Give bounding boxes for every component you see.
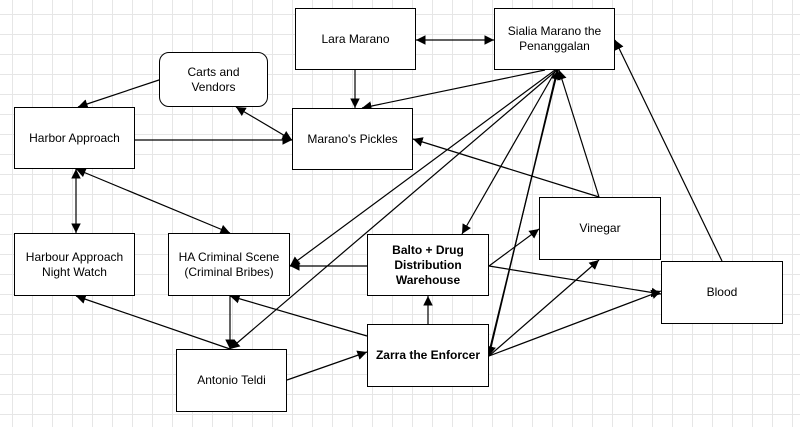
edge-blood-to-sialia: [614, 39, 723, 262]
node-sialia-marano[interactable]: Sialia Marano the Penanggalan: [494, 8, 615, 70]
node-harbour-approach-night-watch[interactable]: Harbour Approach Night Watch: [14, 233, 135, 296]
edge-balto-to-blood: [488, 265, 662, 298]
node-carts-and-vendors[interactable]: Carts and Vendors: [159, 52, 268, 107]
node-blood[interactable]: Blood: [661, 261, 783, 324]
edge-balto-to-vinegar: [488, 228, 540, 267]
edge-carts-to-pickles: [235, 106, 293, 141]
edge-carts-to-harbor: [77, 77, 166, 109]
edge-antonio-to-zarra: [286, 350, 368, 381]
node-lara-marano[interactable]: Lara Marano: [295, 8, 416, 70]
edge-sialia-to-balto: [461, 69, 557, 235]
edge-sialia-to-crime: [289, 69, 556, 267]
node-vinegar[interactable]: Vinegar: [539, 197, 661, 260]
node-maranos-pickles[interactable]: Marano's Pickles: [292, 108, 413, 170]
edge-sialia-to-pickles: [361, 69, 546, 111]
edge-harbor-to-crime: [75, 168, 231, 234]
edge-zarra-to-crime: [229, 294, 368, 337]
edge-zarra-to-vinegar: [488, 259, 600, 357]
node-balto-warehouse[interactable]: Balto + Drug Distribution Warehouse: [367, 234, 489, 296]
node-antonio-teldi[interactable]: Antonio Teldi: [176, 349, 287, 412]
node-ha-criminal-scene[interactable]: HA Criminal Scene (Criminal Bribes): [168, 233, 290, 296]
node-harbor-approach[interactable]: Harbor Approach: [14, 107, 135, 169]
edge-antonio-to-nightwatch: [75, 294, 231, 350]
edge-vinegar-to-pickles: [412, 137, 600, 198]
edge-zarra-to-sialia: [488, 69, 561, 353]
edge-zarra-to-blood: [488, 289, 662, 357]
edge-sialia-to-antonio: [229, 69, 558, 350]
edge-vinegar-to-sialia: [557, 69, 600, 198]
node-zarra-the-enforcer[interactable]: Zarra the Enforcer: [367, 324, 489, 387]
